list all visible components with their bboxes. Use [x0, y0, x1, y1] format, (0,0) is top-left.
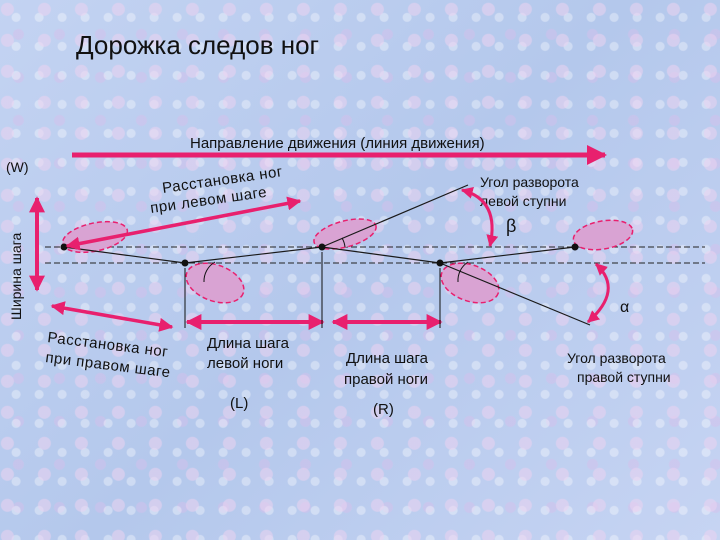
- footprint-left-3: [572, 219, 634, 251]
- right-angle-label-1: Угол разворота: [567, 350, 666, 366]
- left-step-label-2: левой ноги: [207, 355, 283, 372]
- alpha-arc-arrow: [587, 262, 610, 324]
- alpha-symbol: α: [620, 299, 629, 316]
- footprint-right-2: [440, 262, 500, 304]
- heel-dot: [571, 243, 579, 251]
- heel-dot: [436, 259, 444, 267]
- page-title: Дорожка следов ног: [76, 30, 319, 60]
- step-width-label: Ширина шага: [8, 233, 24, 320]
- angle-arc: [341, 237, 346, 248]
- right-step-label-1: Длина шага: [346, 350, 429, 367]
- left-step-label-1: Длина шага: [207, 335, 290, 352]
- right-foot-axis: [439, 262, 591, 326]
- left-step-abbr: (L): [230, 395, 248, 412]
- left-spread-arrow: [65, 196, 302, 251]
- heel-dot: [318, 243, 326, 251]
- heel-dot: [60, 243, 68, 251]
- angle-arc: [203, 261, 216, 283]
- direction-label: Направление движения (линия движения): [190, 135, 485, 152]
- heel-dot: [181, 259, 189, 267]
- left-angle-label-2: левой ступни: [480, 193, 566, 209]
- angle-arc: [457, 261, 469, 283]
- beta-symbol: β: [506, 216, 516, 236]
- right-step-label-2: правой ноги: [344, 371, 428, 388]
- right-step-abbr: (R): [373, 401, 394, 418]
- left-angle-label-1: Угол разворота: [480, 174, 579, 190]
- right-angle-label-2: правой ступни: [577, 369, 671, 385]
- width-label: (W): [6, 159, 29, 175]
- footprint-right-1: [185, 262, 245, 304]
- left-foot-axis: [321, 184, 469, 248]
- footprint-left-2: [313, 218, 377, 250]
- right-spread-arrow: [50, 301, 174, 332]
- beta-arc-arrow: [460, 186, 499, 248]
